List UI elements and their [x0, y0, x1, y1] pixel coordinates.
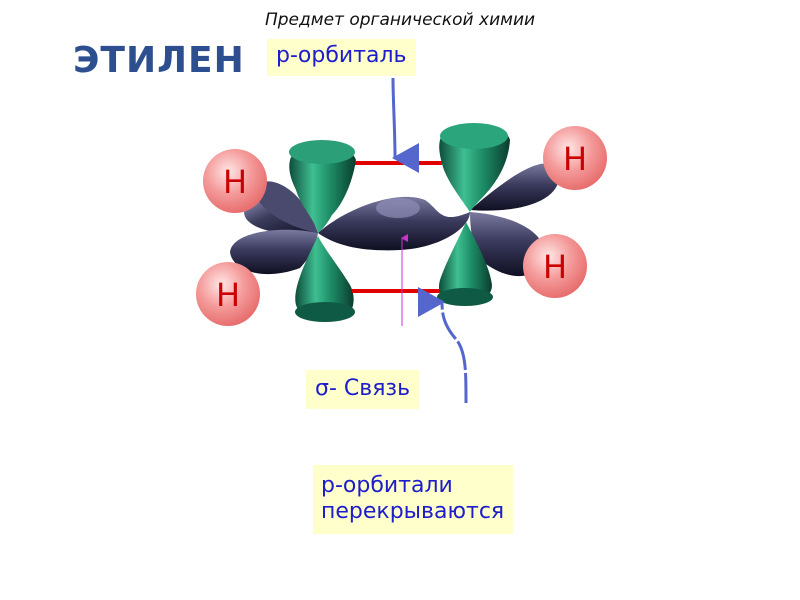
p-orbitals: [289, 123, 510, 322]
sp2-lobe-left-lower: [230, 229, 318, 275]
sp2-lobe-left-back: [255, 181, 318, 233]
slide-subtitle: Предмет органической химии: [264, 10, 536, 30]
hydrogen-bottom-left: H: [196, 262, 260, 326]
hydrogen-label: H: [223, 163, 247, 201]
p-orbital-label: p-орбиталь: [267, 39, 416, 76]
slide-title: ЭТИЛЕН: [73, 40, 245, 81]
sigma-bond-highlight: [376, 198, 420, 218]
left-carbon-sp2-lobes: [230, 181, 318, 275]
overlap-label: p-орбитали перекрываются: [313, 465, 514, 534]
p-orbital-left-top: [289, 145, 356, 233]
overlap-arrow: [417, 287, 468, 404]
sigma-bond-label: σ- Связь: [306, 370, 420, 409]
p-orbital-left-bottom: [295, 236, 354, 322]
p-orbital-left-bottom-cap: [295, 302, 355, 322]
p-orbital-arrow: [391, 77, 420, 173]
p-orbital-right-bottom-cap: [437, 288, 493, 306]
hydrogen-label: H: [563, 140, 587, 178]
sp2-lobe-right-upper: [470, 163, 559, 211]
p-orbital-left-top-cap: [289, 140, 355, 164]
p-orbital-right-top-cap: [440, 123, 508, 149]
hydrogen-label: H: [216, 276, 240, 314]
overlap-label-line1: p-орбитали: [321, 473, 453, 498]
sigma-bond-lobe: [318, 196, 470, 251]
hydrogen-bottom-right: H: [523, 234, 587, 298]
hydrogen-top-right: H: [543, 126, 607, 190]
overlap-label-line2: перекрываются: [321, 499, 505, 524]
p-orbital-right-bottom: [438, 222, 492, 305]
hydrogen-label: H: [543, 248, 567, 286]
hydrogen-top-left: H: [203, 149, 267, 213]
